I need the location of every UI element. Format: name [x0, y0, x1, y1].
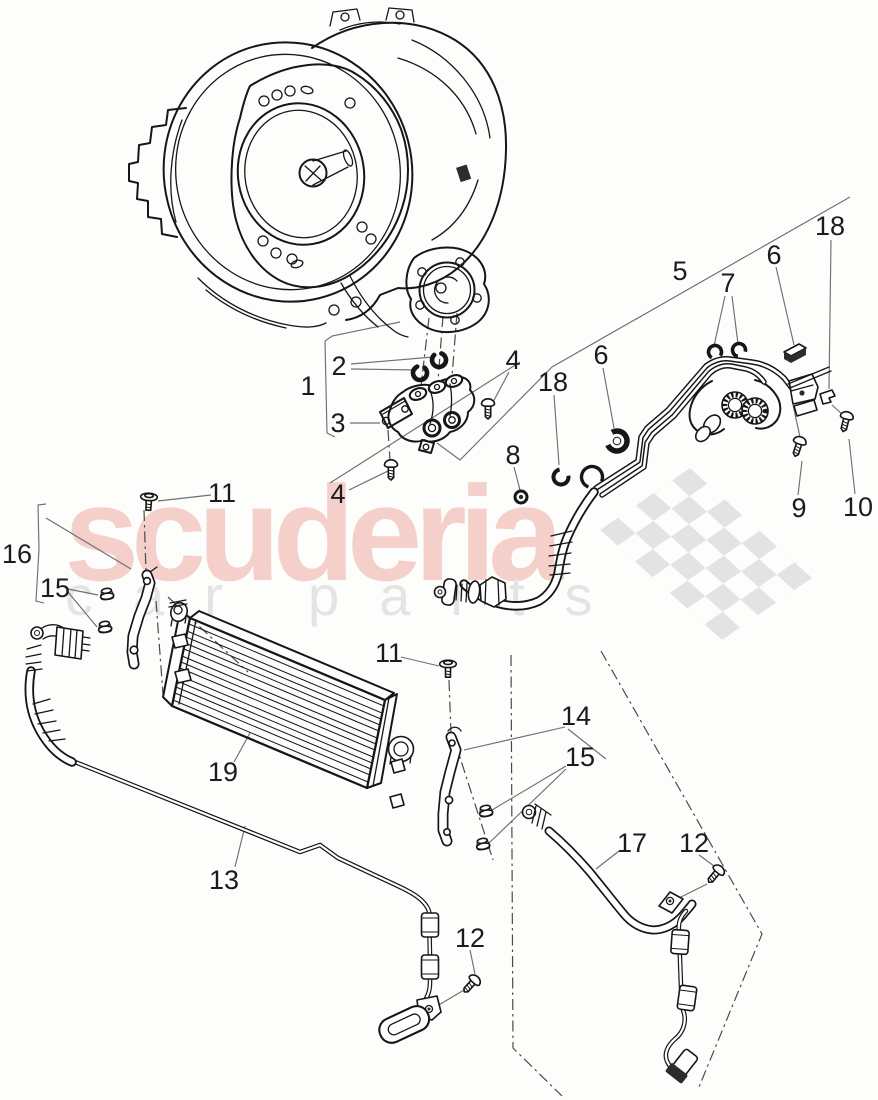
boundary-lines [143, 312, 763, 1097]
bracket-rod [787, 366, 832, 389]
hose-17-connector [521, 803, 552, 830]
part-callout-12: 12 [455, 923, 485, 953]
part-callout-6: 6 [766, 240, 781, 270]
grommet-15-icon [96, 619, 113, 635]
leader-lines [35, 196, 856, 1023]
part-callout-15: 15 [40, 573, 70, 603]
part-callout-5: 5 [672, 256, 687, 286]
oil-hose-17-drawing [521, 803, 699, 1084]
screw-10-icon [836, 409, 856, 434]
part-callout-4: 4 [330, 479, 345, 509]
part-callout-11: 11 [208, 478, 236, 508]
hose-clamp-tab [658, 891, 684, 914]
part-callout-18: 18 [815, 211, 845, 241]
hose-end-fitting [433, 576, 507, 608]
pipe-13-elbow-fitting [30, 624, 91, 660]
part-callout-7: 7 [720, 268, 735, 298]
screw-4-icon [480, 397, 496, 420]
part-callout-11: 11 [375, 638, 403, 668]
grommet-15-icon [477, 803, 495, 819]
part-callout-16: 16 [2, 539, 32, 569]
part-callout-8: 8 [505, 440, 520, 470]
rubber-grommets-15 [96, 586, 495, 852]
cooler-clip-tabs [171, 633, 192, 684]
seal-washer-icon [429, 350, 449, 370]
knurled-union-nuts [721, 391, 769, 425]
part-callout-4: 4 [505, 345, 520, 375]
part-callout-2: 2 [331, 351, 346, 381]
pipe-13-damper-bushes [420, 912, 440, 980]
retaining-clip-icon [706, 343, 724, 361]
hose-17-end-fitting [665, 1048, 699, 1084]
part-callout-3: 3 [330, 408, 345, 438]
bracket-14-drawing [437, 726, 462, 847]
cooler-clip-tabs [389, 758, 406, 809]
part-callout-17: 17 [617, 828, 647, 858]
clip-18-icon [551, 467, 571, 487]
part-callout-12: 12 [679, 828, 709, 858]
screw-11-icon [438, 659, 458, 679]
part-callout-10: 10 [843, 492, 873, 522]
pipe-13-end-loop [378, 995, 442, 1044]
hose-ribs [25, 644, 43, 672]
grommet-6-icon [604, 428, 630, 454]
housing-logo-mark [456, 164, 472, 183]
part-callout-6: 6 [593, 340, 608, 370]
part-callout-14: 14 [561, 701, 591, 731]
bolt-holes [257, 85, 377, 265]
adapter-manifold-drawing [379, 350, 476, 454]
part-callout-1: 1 [300, 371, 315, 401]
clip-18-icon [819, 389, 836, 405]
output-flange-drawing [405, 246, 490, 334]
oil-pipes-assembly-drawing [433, 341, 836, 611]
nut-8-icon [513, 489, 529, 505]
hose-17-bush [676, 984, 698, 1012]
part-callout-13: 13 [209, 865, 239, 895]
checkered-flag-graphic [600, 468, 812, 640]
oil-cooler-drawing [162, 599, 415, 809]
oil-pipe-13-drawing [24, 624, 442, 1044]
watermark-tagline-car: car [65, 564, 263, 627]
hose-ribs [32, 698, 66, 742]
part-callout-15: 15 [565, 742, 595, 772]
cooler-fins [172, 623, 385, 783]
hose-ribs [548, 530, 573, 576]
retaining-clip-icon [730, 341, 748, 359]
grommet-15-icon [474, 836, 492, 852]
hose-17-bush [670, 928, 690, 956]
bracket-16-drawing [126, 566, 158, 670]
part-callout-9: 9 [791, 493, 806, 523]
transmission-drawing [128, 7, 508, 338]
part-callout-19: 19 [208, 757, 238, 787]
seal-washer-icon [410, 363, 430, 383]
part-callout-18: 18 [538, 367, 568, 397]
screw-12-icon [458, 971, 484, 998]
cooler-inlet-boss [168, 599, 188, 627]
screw-9-icon [788, 434, 809, 460]
